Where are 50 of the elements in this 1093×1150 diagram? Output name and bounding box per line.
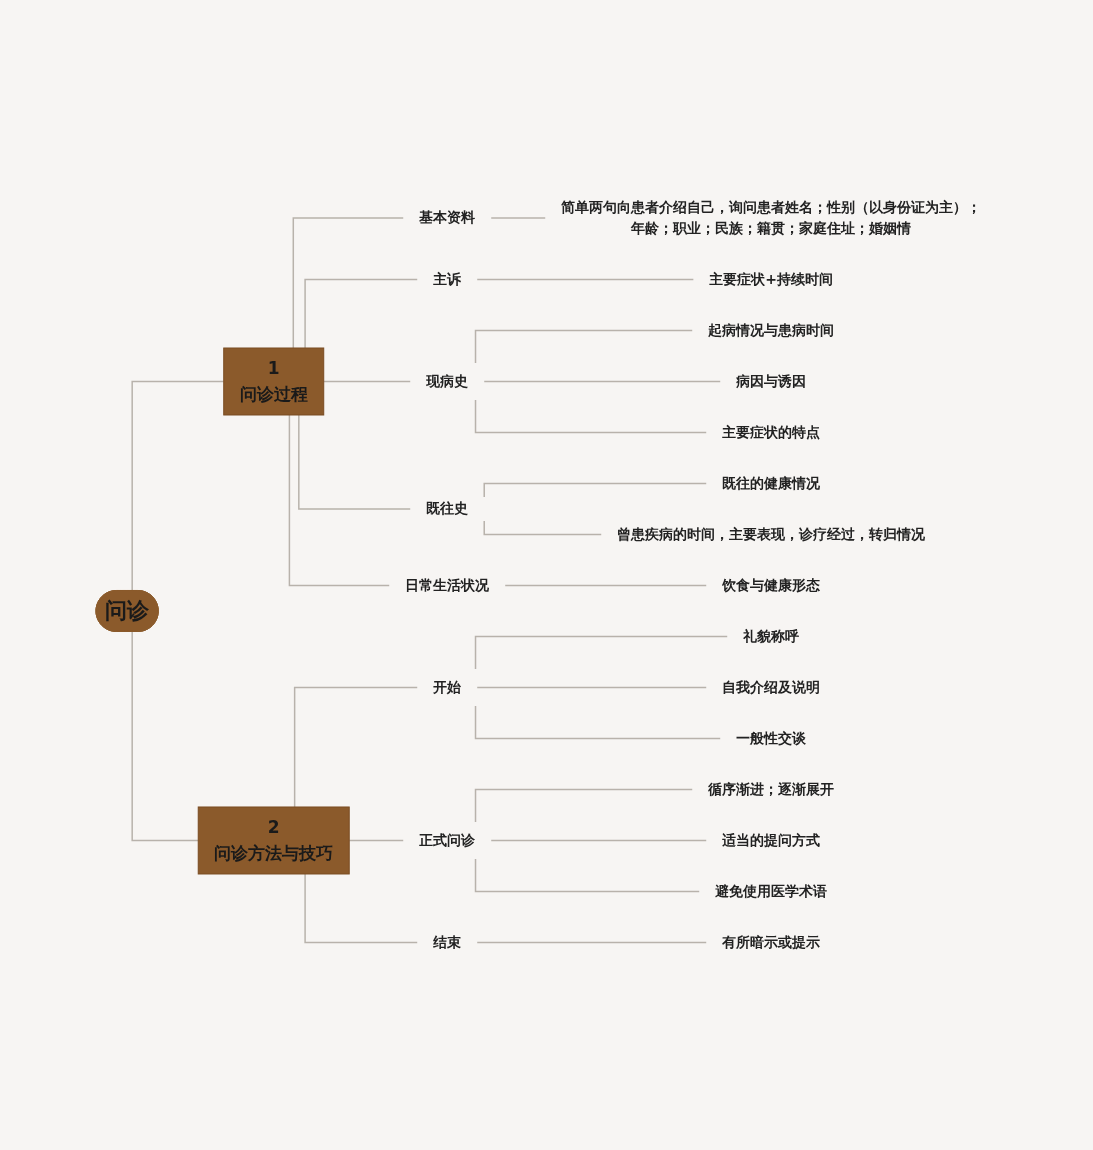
connector <box>293 686 418 808</box>
node-text: 正式问诊 <box>419 831 476 848</box>
connector <box>490 839 707 842</box>
node-box: 1 问诊过程 <box>223 347 325 416</box>
connector <box>476 686 707 689</box>
node-text: 简单两句向患者介绍自己，询问患者姓名；性别（以身份证为主）；年龄；职业；民族；籍贯；家庭住址；婚姻情 <box>561 199 982 236</box>
node-text: 既往的健康情况 <box>722 474 821 491</box>
connector <box>348 839 404 842</box>
node-text: 一般性交谈 <box>736 729 807 746</box>
node-text: 日常生活状况 <box>405 576 490 593</box>
node-text: 有所暗示或提示 <box>722 933 821 950</box>
node-text: 病因与诱因 <box>736 373 807 389</box>
node-text: 礼貌称呼 <box>743 627 800 644</box>
node-text: 主诉 <box>433 271 462 287</box>
connector <box>131 380 225 592</box>
connector <box>483 482 707 498</box>
connector <box>292 217 404 349</box>
connector <box>297 414 411 510</box>
connector <box>476 941 707 944</box>
connector <box>504 584 707 587</box>
connector <box>474 705 721 740</box>
connector <box>131 631 199 842</box>
node-text: 结束 <box>433 933 462 950</box>
node-text: 主要症状+持续时间 <box>709 271 833 287</box>
connector <box>474 788 693 823</box>
connector <box>288 414 390 587</box>
node-text: 开始 <box>433 678 462 695</box>
node-text: 曾患疾病的时间，主要表现，诊疗经过，转归情况 <box>617 525 926 542</box>
node-box: 2 问诊方法与技巧 <box>197 806 350 875</box>
node-text: 避免使用医学术语 <box>715 882 828 899</box>
node-text: 起病情况与患病时间 <box>708 322 835 338</box>
connector <box>490 217 546 219</box>
connector <box>304 873 418 944</box>
connector <box>483 520 602 536</box>
node-text: 循序渐进；逐渐展开 <box>708 780 835 797</box>
node-text: 现病史 <box>426 373 469 389</box>
node-text: 既往史 <box>426 500 469 517</box>
connector <box>474 635 728 670</box>
node-text: 饮食与健康形态 <box>722 576 821 593</box>
connector <box>483 380 721 383</box>
node-text: 自我介绍及说明 <box>722 678 821 695</box>
connector <box>474 399 707 434</box>
connector <box>474 858 700 893</box>
node-text: 基本资料 <box>419 209 476 226</box>
connector <box>474 329 693 364</box>
connector <box>322 380 411 383</box>
node-text: 主要症状的特点 <box>722 424 821 440</box>
connector <box>476 278 694 281</box>
node-text: 适当的提问方式 <box>722 831 821 848</box>
connector <box>304 278 418 349</box>
